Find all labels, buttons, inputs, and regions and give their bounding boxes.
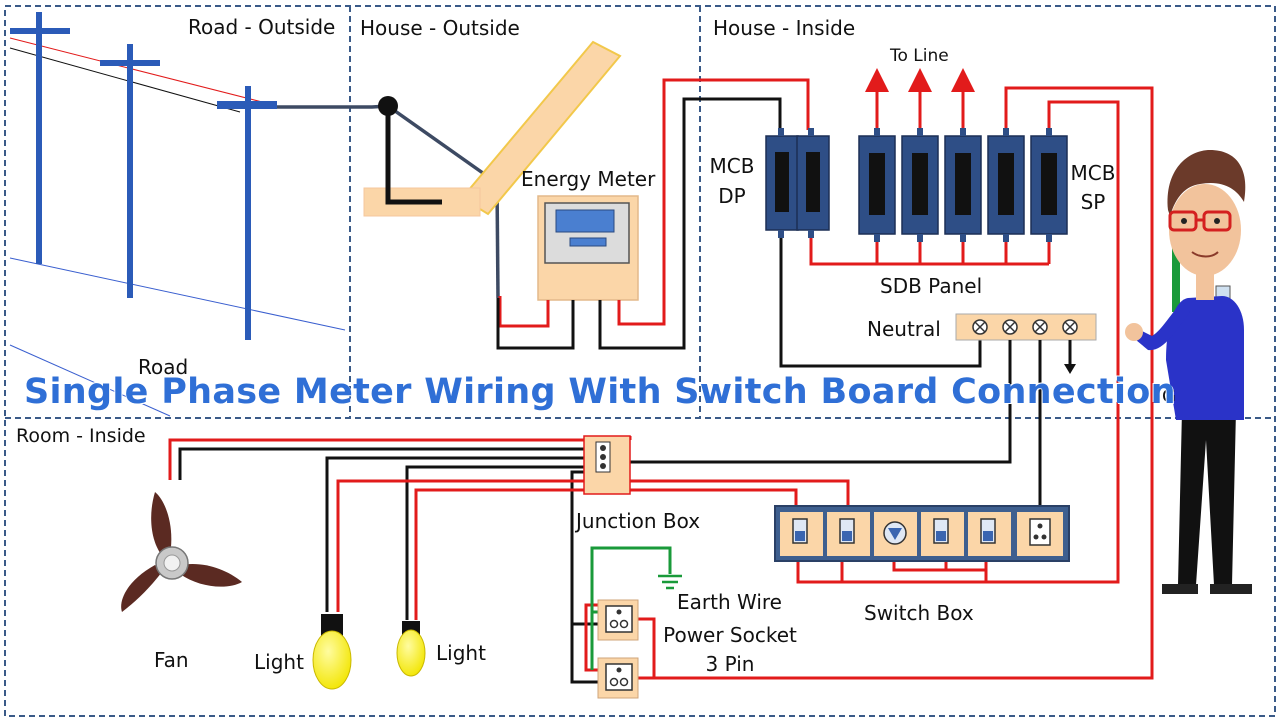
light-bulb-1-icon bbox=[312, 614, 352, 690]
mcb-sp-label-2: SP bbox=[1080, 190, 1106, 214]
pole-2-crossarm bbox=[100, 60, 160, 66]
pole-2 bbox=[127, 44, 133, 298]
diagram-title: Single Phase Meter Wiring With Switch Bo… bbox=[24, 372, 1176, 412]
switch-1 bbox=[780, 512, 823, 556]
neutral-bar bbox=[955, 313, 1097, 374]
house-bracket bbox=[363, 40, 622, 217]
road-lines bbox=[9, 37, 346, 417]
meter-display bbox=[555, 209, 615, 233]
pole-1 bbox=[36, 12, 42, 264]
mcb-sp-2 bbox=[901, 128, 939, 242]
switch-4 bbox=[968, 512, 1011, 556]
power-socket-label-2: 3 Pin bbox=[705, 652, 755, 676]
ground-partial-label: G bbox=[1162, 386, 1176, 407]
power-socket-3pin bbox=[597, 599, 639, 699]
insulator-icon bbox=[378, 96, 398, 116]
room-neutral-wiring bbox=[178, 340, 1042, 684]
sdb-panel-label: SDB Panel bbox=[880, 274, 983, 298]
section-house-outside: House - Outside bbox=[360, 16, 520, 40]
mcb-sp-1 bbox=[858, 128, 896, 242]
to-line-label: To Line bbox=[890, 46, 949, 66]
light-2-label: Light bbox=[436, 641, 486, 665]
mcb-sp-3 bbox=[944, 128, 982, 242]
socket-2pin-icon bbox=[1017, 512, 1063, 556]
pole-3-crossarm bbox=[217, 101, 277, 109]
road-label: Road bbox=[138, 355, 189, 379]
mcb-dp-label-2: DP bbox=[718, 184, 746, 208]
energy-meter-label: Energy Meter bbox=[521, 167, 656, 191]
neutral-label: Neutral bbox=[867, 317, 941, 341]
section-house-inside: House - Inside bbox=[713, 16, 856, 40]
fan-regulator-icon bbox=[874, 512, 917, 556]
fan-label: Fan bbox=[154, 648, 189, 672]
utility-poles bbox=[10, 12, 277, 340]
switch-box bbox=[774, 505, 1070, 562]
ground-icon bbox=[658, 574, 682, 590]
junction-box bbox=[583, 435, 631, 495]
section-room-inside: Room - Inside bbox=[16, 425, 146, 447]
meter-wiring bbox=[496, 78, 810, 350]
switch-2 bbox=[827, 512, 870, 556]
switch-3 bbox=[921, 512, 964, 556]
switch-box-label: Switch Box bbox=[864, 601, 974, 625]
presenter-character bbox=[1125, 150, 1252, 594]
mcb-sp-4 bbox=[987, 128, 1025, 242]
mcb-dp-label-1: MCB bbox=[709, 154, 755, 178]
mcb-sp-array bbox=[858, 128, 1068, 242]
power-socket-label-1: Power Socket bbox=[663, 623, 797, 647]
section-borders bbox=[4, 5, 1276, 717]
mcb-sp-label-1: MCB bbox=[1070, 161, 1116, 185]
light-1-label: Light bbox=[254, 650, 304, 674]
pole-1-crossarm bbox=[10, 28, 70, 34]
junction-box-label: Junction Box bbox=[576, 509, 701, 533]
meter-slot bbox=[569, 237, 607, 247]
light-bulb-2-icon bbox=[396, 621, 426, 677]
mcb-dp bbox=[765, 128, 830, 238]
earth-wire-label: Earth Wire bbox=[677, 590, 782, 614]
pole-3 bbox=[245, 86, 251, 340]
energy-meter bbox=[537, 195, 639, 301]
section-road-outside: Road - Outside bbox=[188, 15, 336, 39]
mcb-sp-5 bbox=[1030, 128, 1068, 242]
ceiling-fan-icon bbox=[104, 482, 256, 634]
